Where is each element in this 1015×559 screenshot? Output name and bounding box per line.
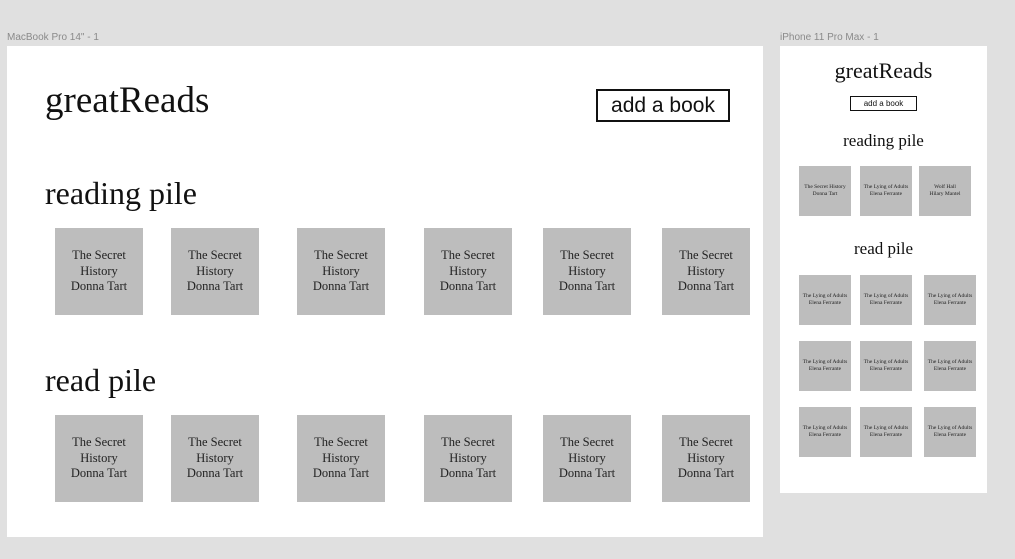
book-author: Donna Tart <box>677 279 735 294</box>
book-author: Donna Tart <box>186 466 244 481</box>
book-title: The Secret History <box>314 248 368 278</box>
book-author: Donna Tart <box>312 279 370 294</box>
book-title: The Lying of Adults <box>802 424 848 431</box>
book-author: Elena Ferrante <box>933 432 967 438</box>
read-pile-heading: read pile <box>854 239 913 258</box>
book-title: The Secret History <box>441 248 495 278</box>
book-author: Donna Tart <box>812 191 838 197</box>
reading-pile-heading: reading pile <box>843 131 924 150</box>
read-pile-heading: read pile <box>45 362 157 398</box>
book-author: Donna Tart <box>70 279 128 294</box>
add-book-button[interactable]: add a book <box>850 96 917 111</box>
book-author: Elena Ferrante <box>869 300 903 306</box>
book-title: The Secret History <box>804 183 846 190</box>
desktop-frame: greatReads add a book reading pile The S… <box>7 46 763 537</box>
book-title: The Lying of Adults <box>802 292 848 299</box>
add-book-button[interactable]: add a book <box>596 89 730 122</box>
book-title: Wolf Hall <box>934 183 956 190</box>
book-title: The Lying of Adults <box>863 292 909 299</box>
book-title: The Lying of Adults <box>927 424 973 431</box>
book-author: Donna Tart <box>439 466 497 481</box>
book-title: The Secret History <box>560 248 614 278</box>
book-title: The Secret History <box>314 435 368 465</box>
desktop-frame-label: MacBook Pro 14" - 1 <box>7 32 99 43</box>
book-author: Donna Tart <box>558 279 616 294</box>
book-title: The Secret History <box>679 435 733 465</box>
book-title: The Lying of Adults <box>927 358 973 365</box>
book-author: Donna Tart <box>677 466 735 481</box>
book-author: Elena Ferrante <box>869 191 903 197</box>
book-author: Elena Ferrante <box>808 300 842 306</box>
book-author: Elena Ferrante <box>869 432 903 438</box>
book-author: Donna Tart <box>558 466 616 481</box>
app-title: greatReads <box>834 58 933 83</box>
book-title: The Lying of Adults <box>863 424 909 431</box>
book-author: Elena Ferrante <box>933 366 967 372</box>
book-author: Donna Tart <box>186 279 244 294</box>
book-title: The Lying of Adults <box>863 183 909 190</box>
book-title: The Secret History <box>72 435 126 465</box>
reading-pile-heading: reading pile <box>45 175 197 211</box>
book-author: Elena Ferrante <box>808 432 842 438</box>
book-author: Donna Tart <box>70 466 128 481</box>
app-title: greatReads <box>45 80 210 121</box>
book-title: The Secret History <box>72 248 126 278</box>
book-title: The Secret History <box>188 435 242 465</box>
book-author: Donna Tart <box>439 279 497 294</box>
book-author: Hilary Mantel <box>929 191 961 197</box>
book-title: The Lying of Adults <box>802 358 848 365</box>
book-title: The Secret History <box>679 248 733 278</box>
book-title: The Secret History <box>188 248 242 278</box>
phone-frame-label: iPhone 11 Pro Max - 1 <box>780 32 879 43</box>
book-author: Donna Tart <box>312 466 370 481</box>
phone-frame: greatReads add a book reading pile The S… <box>780 46 987 493</box>
book-title: The Secret History <box>441 435 495 465</box>
book-author: Elena Ferrante <box>869 366 903 372</box>
book-author: Elena Ferrante <box>808 366 842 372</box>
book-title: The Secret History <box>560 435 614 465</box>
book-author: Elena Ferrante <box>933 300 967 306</box>
book-title: The Lying of Adults <box>927 292 973 299</box>
book-title: The Lying of Adults <box>863 358 909 365</box>
